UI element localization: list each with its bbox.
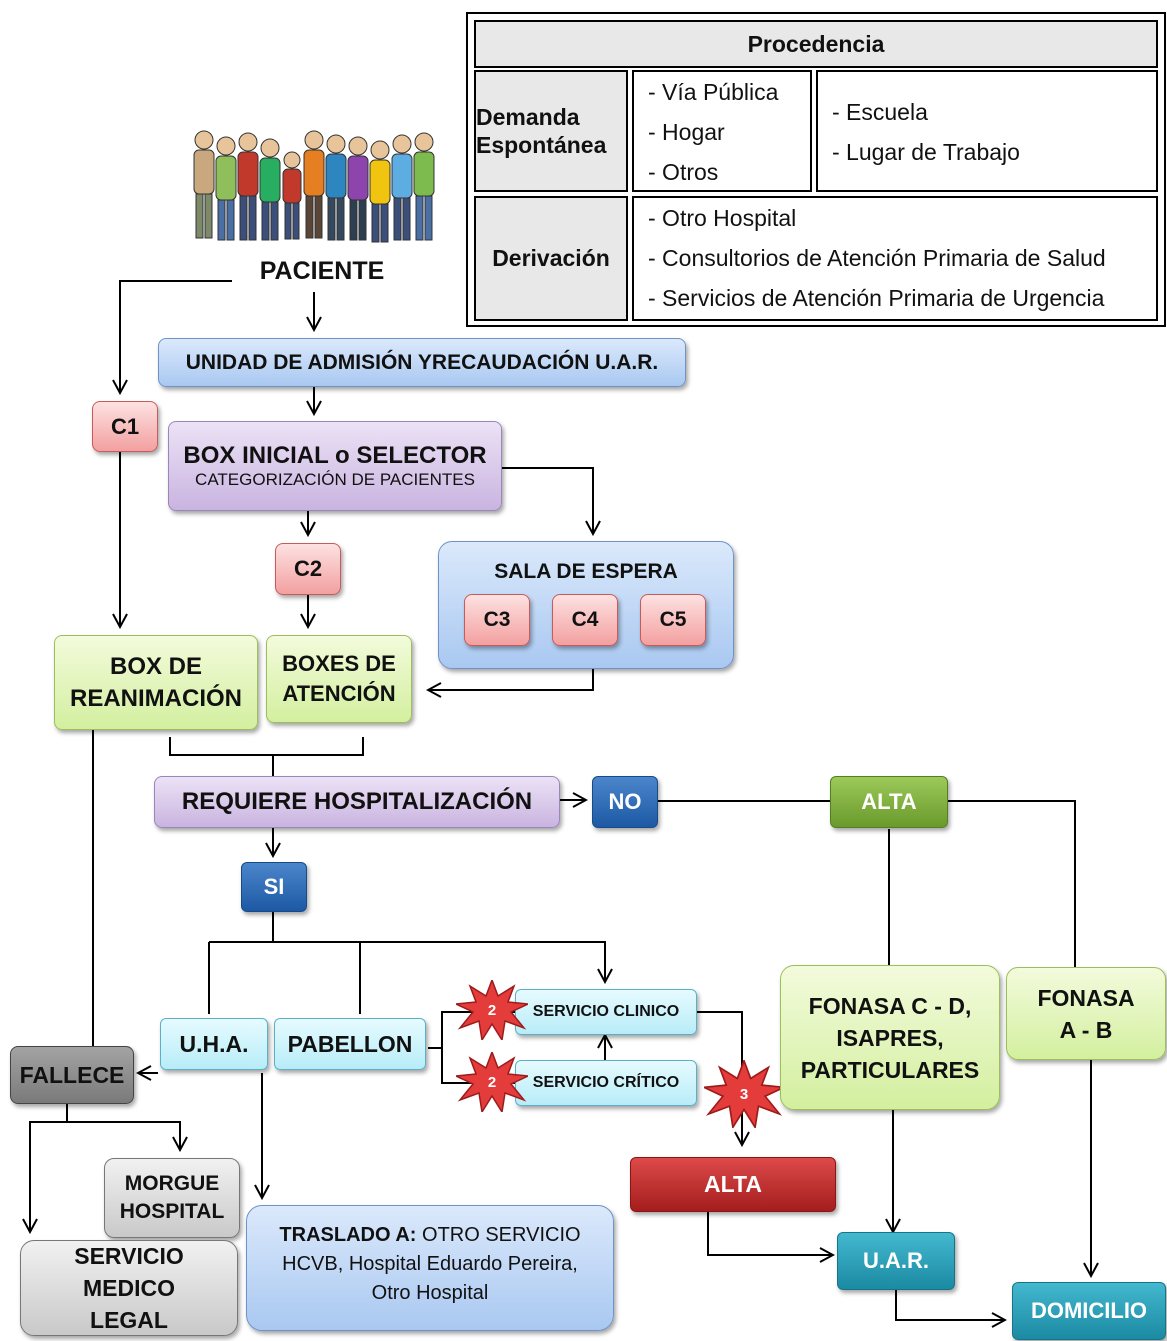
fonasa-cd-box: FONASA C - D, ISAPRES, PARTICULARES	[780, 965, 1000, 1110]
starburst-icon	[453, 977, 531, 1043]
demanda-col1: - Vía Pública - Hogar - Otros	[632, 70, 812, 192]
starburst-icon	[700, 1058, 788, 1130]
derivacion-item: - Consultorios de Atención Primaria de S…	[648, 245, 1106, 271]
starburst-3: 3	[700, 1058, 788, 1130]
box-inicial-title: BOX INICIAL o SELECTOR	[183, 442, 487, 469]
no-badge: NO	[592, 776, 658, 828]
traslado-destinations: OTRO SERVICIO HCVB, Hospital Eduardo Per…	[282, 1224, 581, 1304]
servicio-medico-legal-box: SERVICIO MEDICO LEGAL	[20, 1240, 238, 1336]
starburst-2-clinico: 2	[453, 977, 531, 1043]
box-de-reanimacion: BOX DE REANIMACIÓN	[54, 635, 258, 730]
alta-green-badge: ALTA	[830, 776, 948, 828]
fonasa-ab-box: FONASA A - B	[1006, 967, 1166, 1060]
badge-3-label: 3	[739, 1085, 749, 1103]
sala-de-espera-title: SALA DE ESPERA	[494, 560, 678, 583]
c5-badge: C5	[640, 594, 706, 646]
traslado-title: TRASLADO A:	[279, 1224, 417, 1246]
demanda-item: - Lugar de Trabajo	[832, 139, 1020, 165]
people-illustration	[193, 130, 435, 243]
demanda-col2: - Escuela - Lugar de Trabajo	[816, 70, 1158, 192]
derivacion-item: - Otro Hospital	[648, 205, 797, 231]
servicio-clinico-box: SERVICIO CLINICO	[515, 989, 697, 1035]
derivacion-items: - Otro Hospital - Consultorios de Atenci…	[632, 196, 1158, 321]
derivacion-item: - Servicios de Atención Primaria de Urge…	[648, 285, 1105, 311]
paciente-label: PACIENTE	[259, 256, 385, 285]
demanda-item: - Otros	[648, 159, 719, 185]
starburst-icon	[453, 1049, 531, 1115]
c3-badge: C3	[464, 594, 530, 646]
demanda-label: Demanda Espontánea	[474, 70, 628, 192]
c4-badge: C4	[552, 594, 618, 646]
derivacion-label: Derivación	[474, 196, 628, 321]
demanda-item: - Escuela	[832, 99, 928, 125]
box-inicial-selector: BOX INICIAL o SELECTOR CATEGORIZACIÓN DE…	[168, 421, 502, 511]
requiere-hospitalizacion: REQUIERE HOSPITALIZACIÓN	[154, 776, 560, 828]
uar-bottom-box: U.A.R.	[837, 1232, 955, 1290]
uha-box: U.H.A.	[160, 1018, 268, 1070]
c2-badge: C2	[275, 543, 341, 595]
traslado-box: TRASLADO A: OTRO SERVICIO HCVB, Hospital…	[246, 1205, 614, 1331]
c1-badge: C1	[92, 401, 158, 452]
morgue-hospital-box: MORGUE HOSPITAL	[104, 1158, 240, 1238]
badge-2-clinico-label: 2	[487, 1001, 497, 1019]
boxes-de-atencion: BOXES DE ATENCIÓN	[266, 635, 412, 723]
domicilio-box: DOMICILIO	[1012, 1282, 1166, 1340]
servicio-critico-box: SERVICIO CRÍTICO	[515, 1060, 697, 1106]
procedencia-title: Procedencia	[474, 20, 1158, 68]
servicio-medico-legal-label: SERVICIO MEDICO LEGAL	[74, 1243, 184, 1333]
procedencia-table: Procedencia Demanda Espontánea - Vía Púb…	[466, 12, 1166, 327]
starburst-2-critico: 2	[453, 1049, 531, 1115]
uar-admission-box: UNIDAD DE ADMISIÓN YRECAUDACIÓN U.A.R.	[158, 338, 686, 387]
alta-red-box: ALTA	[630, 1157, 836, 1212]
box-inicial-subtitle: CATEGORIZACIÓN DE PACIENTES	[195, 470, 475, 489]
demanda-item: - Vía Pública	[648, 79, 779, 105]
pabellon-box: PABELLON	[274, 1018, 426, 1070]
badge-2-critico-label: 2	[487, 1073, 497, 1091]
si-badge: SI	[241, 862, 307, 912]
demanda-item: - Hogar	[648, 119, 725, 145]
fallece-box: FALLECE	[10, 1046, 134, 1104]
